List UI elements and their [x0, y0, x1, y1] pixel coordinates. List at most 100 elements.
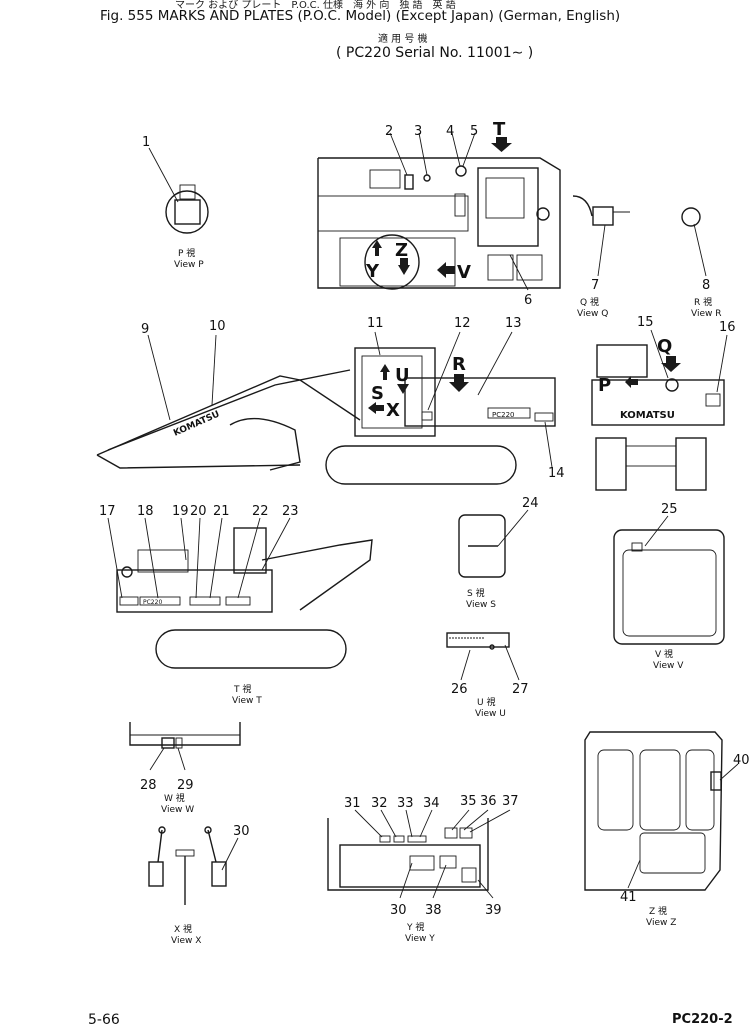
callout-1: 1: [142, 135, 150, 150]
letter-p: P: [598, 375, 611, 396]
caption-w-jp: W 視: [164, 792, 185, 804]
caption-s: View S: [466, 600, 496, 610]
boom-komatsu-text: KOMATSU: [172, 410, 221, 439]
callout-2: 2: [385, 124, 393, 139]
caption-q-jp: Q 視: [580, 296, 599, 308]
callout-4: 4: [446, 124, 454, 139]
callout-32: 32: [371, 796, 388, 811]
callout-23: 23: [282, 504, 299, 519]
callout-16: 16: [719, 320, 736, 335]
view-y-detail: [327, 809, 511, 899]
callout-12: 12: [454, 316, 471, 331]
caption-p: View P: [174, 260, 204, 270]
figure-title: Fig. 555 MARKS AND PLATES (P.O.C. Model)…: [100, 8, 621, 24]
t-model-plate: PC220: [143, 599, 162, 606]
letter-y: Y: [365, 261, 380, 282]
callout-8: 8: [702, 278, 710, 293]
callout-15: 15: [637, 315, 654, 330]
arrow-letters: T V Y Z U S X R Q P: [365, 119, 672, 421]
callout-7: 7: [591, 278, 599, 293]
view-p-detail: [148, 147, 209, 234]
callout-11: 11: [367, 316, 384, 331]
view-captions: P 視 View P Q 視 View Q R 視 View R S 視 Vie…: [161, 247, 721, 946]
callout-27: 27: [512, 682, 529, 697]
caption-r-jp: R 視: [694, 296, 712, 308]
letter-s: S: [371, 383, 384, 404]
callout-41: 41: [620, 890, 637, 905]
caption-v: View V: [653, 661, 684, 671]
callout-14: 14: [548, 466, 565, 481]
letter-v: V: [457, 262, 471, 283]
callout-39: 39: [485, 903, 502, 918]
callout-24: 24: [522, 496, 539, 511]
letter-z: Z: [395, 240, 408, 261]
caption-t-jp: T 視: [233, 683, 251, 695]
callout-18: 18: [137, 504, 154, 519]
callout-31: 31: [344, 796, 361, 811]
callout-37: 37: [502, 794, 519, 809]
callout-17: 17: [99, 504, 116, 519]
callout-21: 21: [213, 504, 230, 519]
callout-20: 20: [190, 504, 207, 519]
callout-33: 33: [397, 796, 414, 811]
view-w-detail: [129, 722, 241, 771]
callout-30-y: 30: [390, 903, 407, 918]
callout-5: 5: [470, 124, 478, 139]
callout-25: 25: [661, 502, 678, 517]
view-v-detail: [613, 515, 725, 645]
caption-u-jp: U 視: [477, 696, 495, 708]
caption-r: View R: [691, 309, 721, 319]
caption-t: View T: [232, 696, 262, 706]
caption-s-jp: S 視: [467, 587, 485, 599]
callout-22: 22: [252, 504, 269, 519]
letter-x: X: [386, 400, 400, 421]
callout-10: 10: [209, 319, 226, 334]
view-s-detail: [458, 509, 529, 578]
view-q-detail: [572, 195, 630, 277]
view-z-detail: [584, 731, 739, 891]
header-jp-serial: 適 用 号 機: [378, 34, 428, 45]
callout-36: 36: [480, 794, 497, 809]
rear-view-excavator: KOMATSU: [591, 329, 728, 491]
callout-13: 13: [505, 316, 522, 331]
callout-29: 29: [177, 778, 194, 793]
callout-26: 26: [451, 682, 468, 697]
caption-y-jp: Y 視: [406, 921, 424, 933]
letter-q: Q: [657, 336, 672, 357]
caption-w: View W: [161, 805, 194, 815]
page-number: 5-66: [88, 1012, 120, 1028]
callout-numbers: 1 2 3 4 5 6 7 8 9 10 11 12 13 14 15 16 1…: [99, 124, 749, 918]
rear-komatsu-text: KOMATSU: [620, 410, 675, 421]
callout-30: 30: [233, 824, 250, 839]
model-code: PC220-2: [672, 1012, 733, 1027]
letter-t: T: [493, 119, 506, 140]
view-r-detail: [681, 207, 707, 277]
callout-38: 38: [425, 903, 442, 918]
callout-9: 9: [141, 322, 149, 337]
caption-z: View Z: [646, 918, 676, 928]
caption-q: View Q: [577, 309, 608, 319]
view-x-detail: [148, 826, 239, 905]
caption-u: View U: [475, 709, 506, 719]
letter-u: U: [395, 365, 410, 386]
side-view-excavator: KOMATSU PC220: [96, 331, 556, 485]
callout-34: 34: [423, 796, 440, 811]
caption-x-jp: X 視: [174, 923, 192, 935]
callout-6: 6: [524, 293, 532, 308]
letter-r: R: [452, 354, 466, 375]
callout-19: 19: [172, 504, 189, 519]
caption-x: View X: [171, 936, 201, 946]
caption-p-jp: P 視: [178, 247, 195, 259]
caption-y: View Y: [405, 934, 435, 944]
callout-3: 3: [414, 124, 422, 139]
caption-z-jp: Z 視: [649, 905, 667, 917]
view-t-detail: PC220: [107, 517, 373, 669]
side-model-plate: PC220: [492, 411, 514, 419]
callout-35: 35: [460, 794, 477, 809]
header-jp-line: マーク および プレート P.O.C. 仕様 海 外 向 独 語 英 語: [175, 0, 456, 11]
callout-40: 40: [733, 753, 749, 768]
caption-v-jp: V 視: [655, 648, 673, 660]
callout-28: 28: [140, 778, 157, 793]
top-view-machine: [317, 132, 561, 291]
